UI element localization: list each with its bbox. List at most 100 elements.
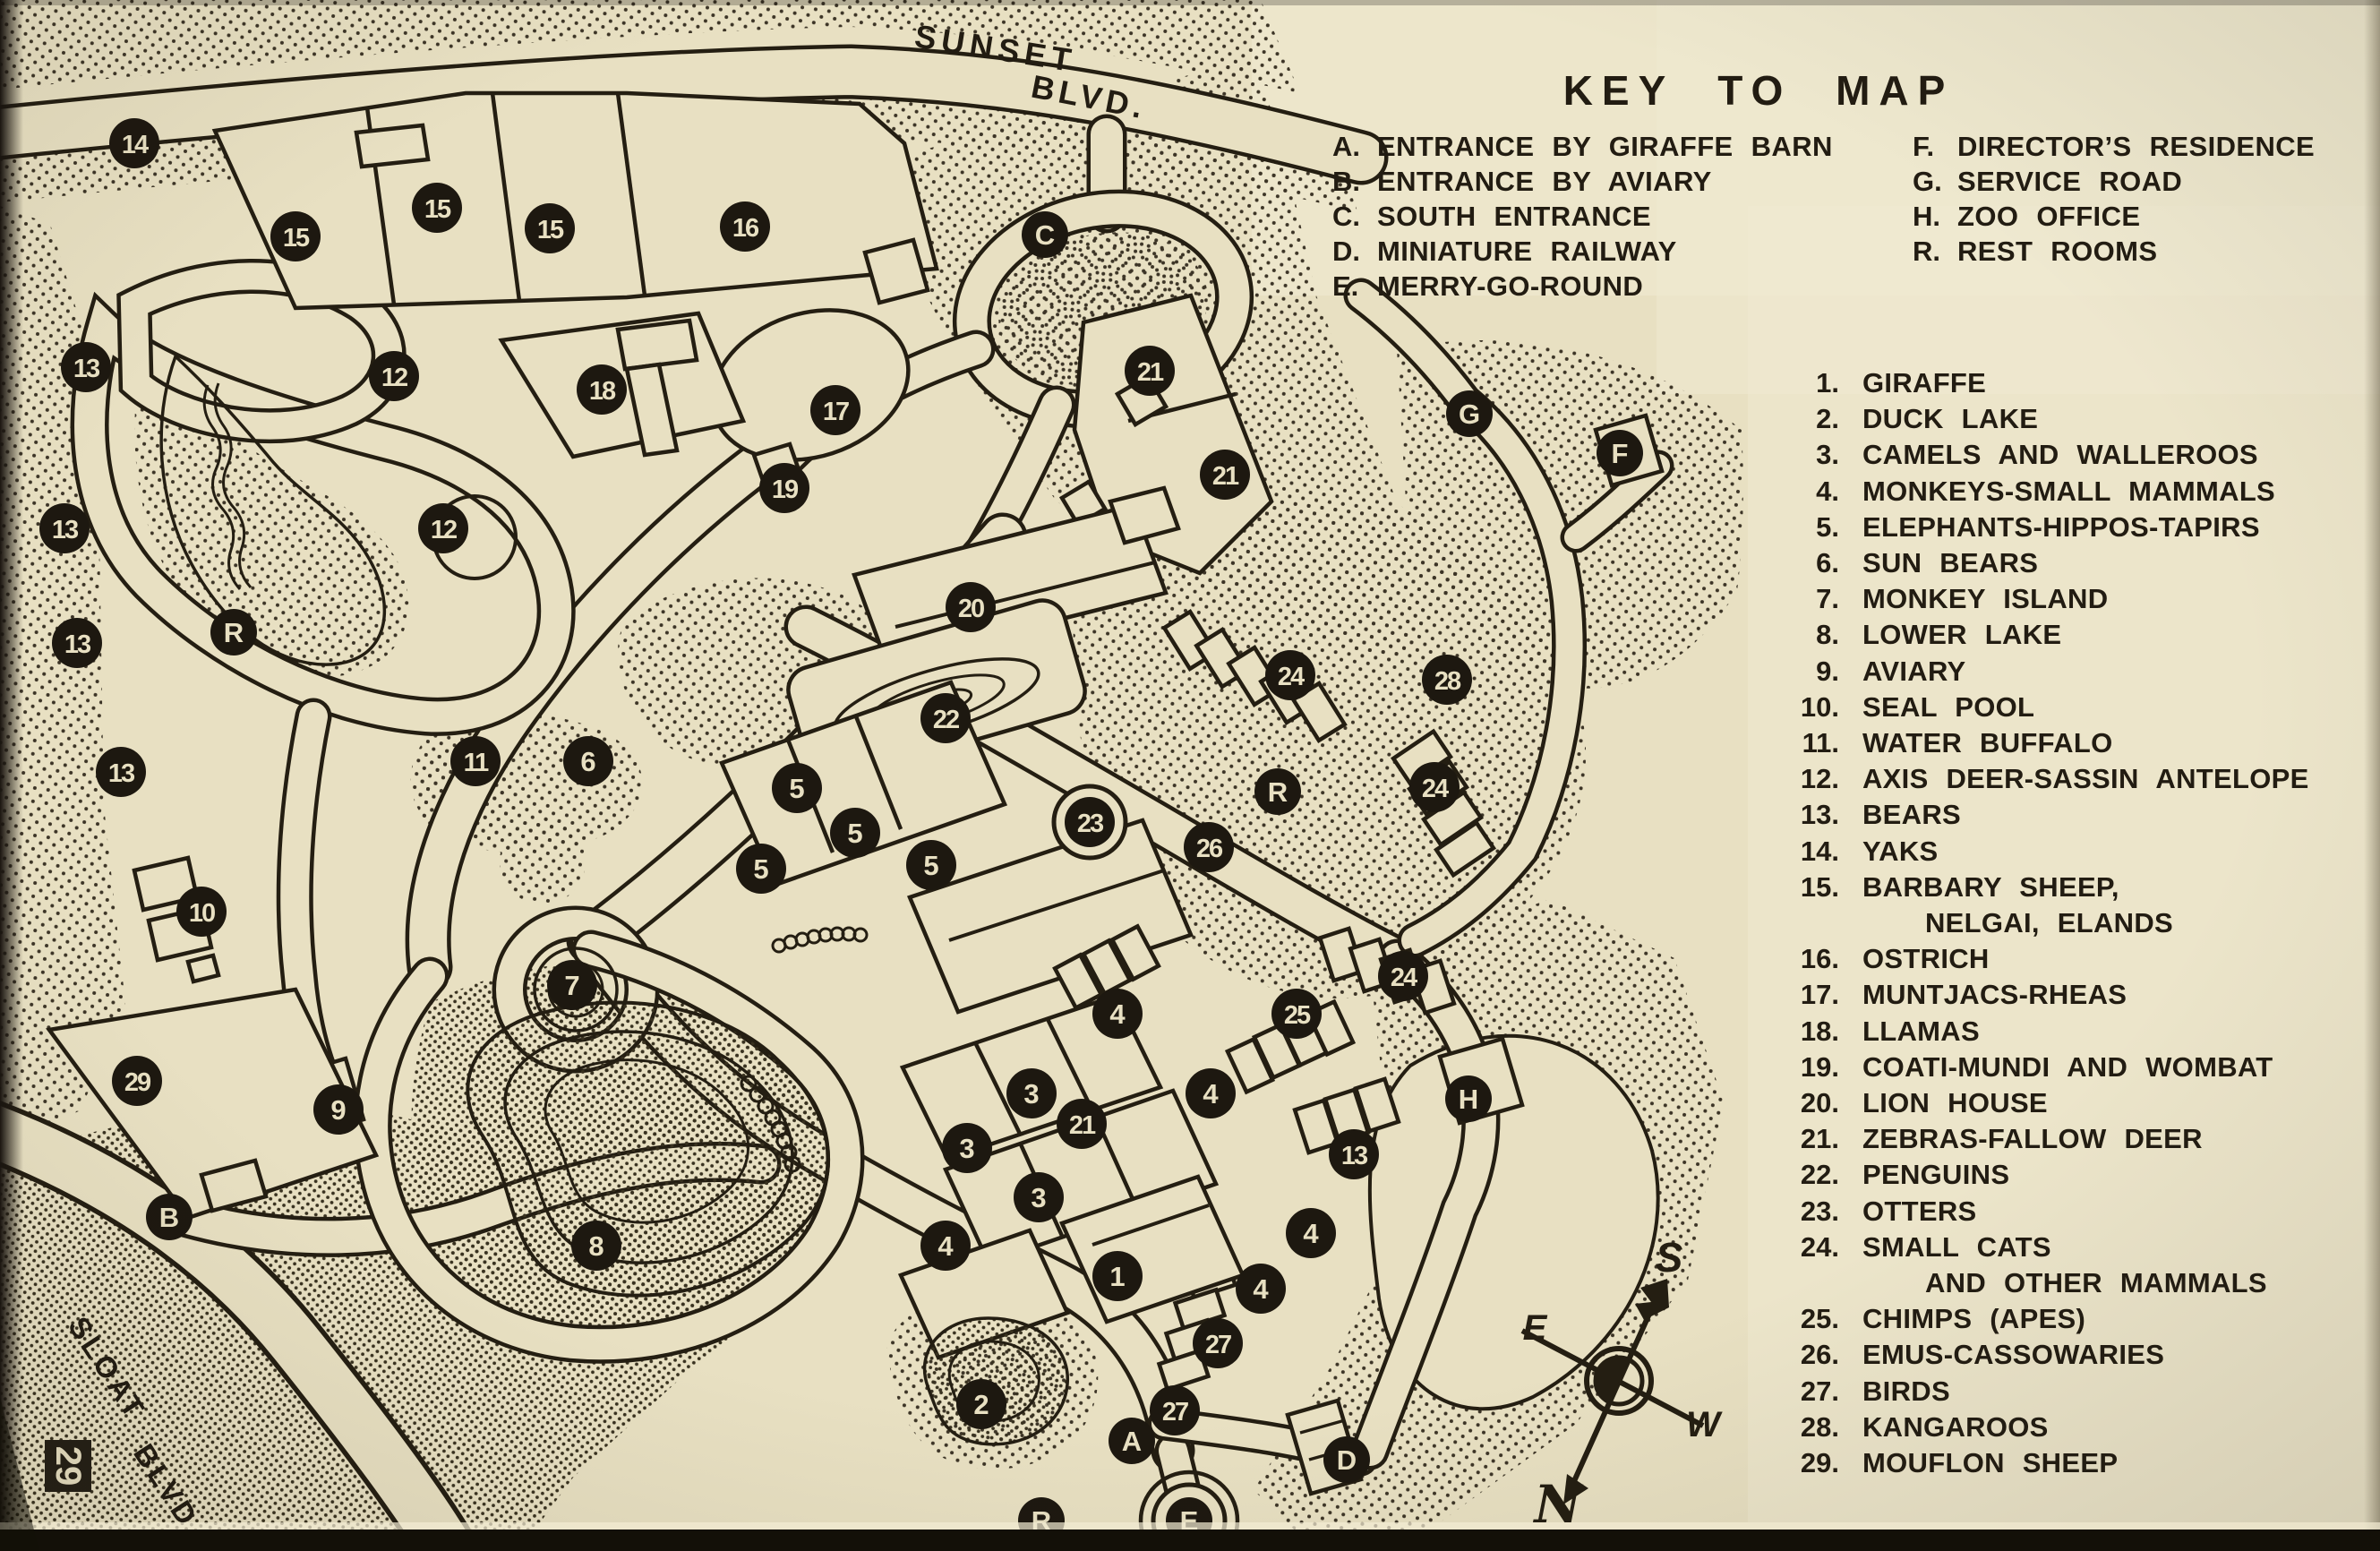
exhibit-list-item: 7. MONKEY ISLAND <box>1753 581 2380 617</box>
exhibit-name: ELEPHANTS-HIPPOS-TAPIRS <box>1862 510 2260 543</box>
exhibit-name: SEAL POOL <box>1862 690 2035 723</box>
key-entry-text: ZOO OFFICE <box>1957 201 2141 232</box>
key-entry-letter: A. <box>1332 131 1360 162</box>
exhibit-number: 28. <box>1800 1410 1839 1443</box>
key-entry-letter: C. <box>1332 201 1360 232</box>
key-entry-letter: R. <box>1913 236 1940 267</box>
exhibit-number: 13. <box>1800 799 1839 831</box>
exhibit-number: 14. <box>1800 835 1839 867</box>
exhibit-name: MUNTJACS-RHEAS <box>1862 979 2127 1011</box>
exhibit-name-continued: AND OTHER MAMMALS <box>1925 1267 2267 1299</box>
exhibit-list-item: 9.AVIARY <box>1753 654 2380 690</box>
exhibit-list-item: 19.COATI-MUNDI AND WOMBAT <box>1753 1050 2380 1085</box>
exhibit-name: GIRAFFE <box>1862 367 1987 398</box>
exhibit-name: KANGAROOS <box>1862 1410 2049 1443</box>
key-entry-letter: E. <box>1332 270 1359 302</box>
exhibit-name: ZEBRAS-FALLOW DEER <box>1862 1123 2203 1155</box>
exhibit-name: BIRDS <box>1862 1375 1950 1407</box>
exhibit-number: 17. <box>1800 979 1839 1011</box>
key-entry: F. DIRECTOR’S RESIDENCE <box>1913 131 2378 166</box>
exhibit-list-item: 11. WATER BUFFALO <box>1753 725 2380 761</box>
exhibit-number: 25. <box>1800 1303 1839 1335</box>
exhibit-list-item: 23. OTTERS <box>1753 1194 2380 1230</box>
key-entry: B. ENTRANCE BY AVIARY <box>1332 166 1834 201</box>
exhibit-name: MONKEYS-SMALL MAMMALS <box>1862 475 2276 507</box>
exhibit-list-item: 15. BARBARY SHEEP, <box>1753 870 2380 905</box>
exhibit-list-item: 12.AXIS DEER-SASSIN ANTELOPE <box>1753 761 2380 797</box>
key-title: KEY TO MAP <box>1562 67 1955 114</box>
key-entry-text: ENTRANCE BY AVIARY <box>1377 166 1712 197</box>
key-entry-text: MINIATURE RAILWAY <box>1377 236 1677 267</box>
key-entry: A. ENTRANCE BY GIRAFFE BARN <box>1332 131 1834 166</box>
exhibit-number: 29. <box>1800 1447 1839 1479</box>
key-entry-letter: D. <box>1332 236 1360 267</box>
exhibit-number: 5. <box>1816 510 1839 543</box>
exhibit-number: 11. <box>1802 727 1839 759</box>
exhibit-list-item: 16. OSTRICH <box>1753 941 2380 977</box>
key-to-map-panel: KEY TO MAP A. ENTRANCE BY GIRAFFE BARN B. E… <box>1257 0 2380 376</box>
exhibit-list-item: 3. CAMELS AND WALLEROOS <box>1753 437 2380 473</box>
exhibit-name: WATER BUFFALO <box>1862 727 2113 759</box>
exhibit-name: SMALL CATS <box>1862 1230 2051 1263</box>
exhibit-number: 18. <box>1800 1015 1839 1047</box>
exhibit-list-item: 6.SUN BEARS <box>1753 545 2380 581</box>
exhibit-list-item: 25. CHIMPS (APES) <box>1753 1301 2380 1337</box>
exhibit-list-item: 21.ZEBRAS-FALLOW DEER <box>1753 1121 2380 1157</box>
key-entry-text: DIRECTOR’S RESIDENCE <box>1957 131 2316 162</box>
exhibit-name: DUCK LAKE <box>1862 403 2039 435</box>
exhibit-list-item: 2. DUCK LAKE <box>1753 401 2380 437</box>
exhibit-number: 10. <box>1800 690 1839 723</box>
exhibit-number: 3. <box>1816 439 1839 471</box>
key-entry: R.REST ROOMS <box>1913 236 2378 270</box>
exhibit-name: LOWER LAKE <box>1862 619 2062 651</box>
exhibit-list-item: 4. MONKEYS-SMALL MAMMALS <box>1753 474 2380 510</box>
exhibit-list-item: 26.EMUS-CASSOWARIES <box>1753 1337 2380 1373</box>
exhibit-list-item: 28. KANGAROOS <box>1753 1410 2380 1445</box>
exhibit-list-item: 22.PENGUINS <box>1753 1157 2380 1193</box>
exhibit-name: BARBARY SHEEP, <box>1862 870 2119 903</box>
exhibit-name: MOUFLON SHEEP <box>1862 1447 2119 1479</box>
exhibit-number: 2. <box>1816 403 1839 435</box>
exhibit-list-item: 14. YAKS <box>1753 834 2380 870</box>
exhibit-name: AXIS DEER-SASSIN ANTELOPE <box>1862 763 2309 795</box>
exhibit-number: 1. <box>1816 367 1839 398</box>
key-entry-letter: B. <box>1332 166 1360 197</box>
exhibit-number: 24. <box>1800 1230 1839 1263</box>
exhibit-name: MONKEY ISLAND <box>1862 583 2109 615</box>
exhibit-name: SUN BEARS <box>1862 547 2039 579</box>
key-entry: H.ZOO OFFICE <box>1913 201 2378 236</box>
exhibit-number: 9. <box>1816 655 1839 687</box>
exhibit-number: 23. <box>1800 1195 1839 1227</box>
exhibit-number: 8. <box>1816 619 1839 651</box>
exhibit-number: 7. <box>1816 583 1839 615</box>
key-entry-letter: F. <box>1913 131 1935 162</box>
exhibit-name-continued: NELGAI, ELANDS <box>1925 907 2173 939</box>
key-entry: G.SERVICE ROAD <box>1913 166 2378 201</box>
key-entry: C.SOUTH ENTRANCE <box>1332 201 1834 236</box>
key-entry-text: MERRY-GO-ROUND <box>1377 270 1644 302</box>
key-entry-letter: G. <box>1913 166 1942 197</box>
exhibit-name: OSTRICH <box>1862 943 1990 975</box>
key-entry-text: ENTRANCE BY GIRAFFE BARN <box>1377 131 1833 162</box>
exhibit-list-item: 17. MUNTJACS-RHEAS <box>1753 977 2380 1013</box>
exhibit-list-item: 8. LOWER LAKE <box>1753 617 2380 653</box>
exhibit-list-item: 27. BIRDS <box>1753 1374 2380 1410</box>
exhibit-number: 15. <box>1800 870 1839 903</box>
exhibit-list-item: 10. SEAL POOL <box>1753 690 2380 725</box>
exhibit-name: YAKS <box>1862 835 1939 867</box>
exhibit-name: LION HOUSE <box>1862 1087 2048 1119</box>
exhibit-list-item: 13. BEARS <box>1753 797 2380 833</box>
key-entry: E. MERRY-GO-ROUND <box>1332 270 1834 305</box>
exhibit-number: 16. <box>1800 943 1839 975</box>
exhibit-name: CAMELS AND WALLEROOS <box>1862 439 2258 471</box>
exhibit-name: BEARS <box>1862 799 1962 831</box>
exhibit-number: 19. <box>1800 1050 1839 1083</box>
exhibit-name: OTTERS <box>1862 1195 1977 1227</box>
exhibit-name: PENGUINS <box>1862 1159 2010 1191</box>
exhibit-number: 27. <box>1800 1375 1839 1407</box>
exhibit-name: CHIMPS (APES) <box>1862 1303 2086 1335</box>
exhibit-number: 4. <box>1816 475 1839 507</box>
exhibit-list-item: 5. ELEPHANTS-HIPPOS-TAPIRS <box>1753 510 2380 545</box>
